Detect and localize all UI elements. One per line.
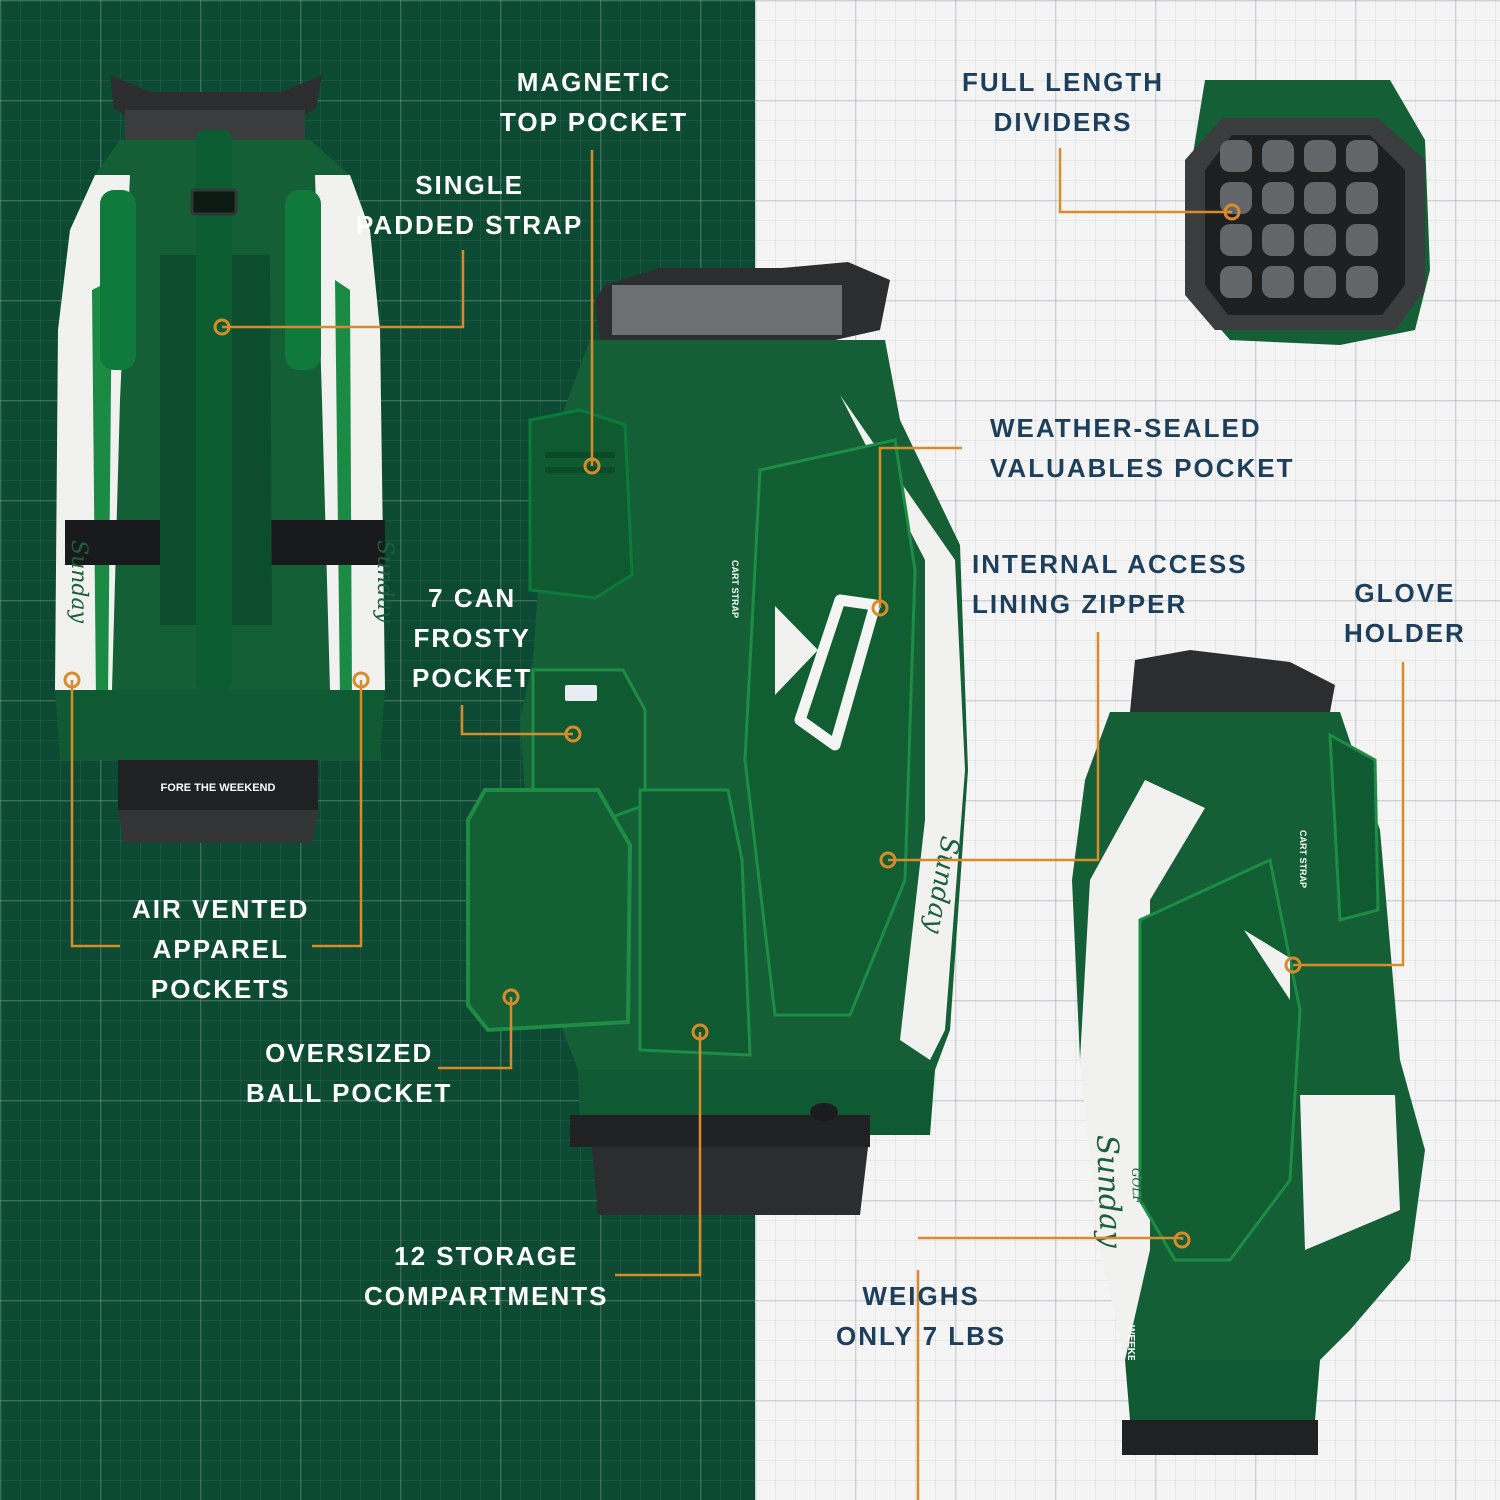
brand-script-left: Sunday bbox=[66, 540, 91, 624]
callout-storage-compartments: 12 STORAGE COMPARTMENTS bbox=[364, 1241, 609, 1311]
callout-glove-holder: GLOVE HOLDER bbox=[1344, 578, 1466, 648]
cart-strap-print-side: CART STRAP bbox=[1298, 830, 1308, 888]
callout-internal-access-zipper: INTERNAL ACCESS LINING ZIPPER bbox=[972, 549, 1248, 619]
callout-dots bbox=[63, 203, 1302, 1249]
callout-single-padded-strap: SINGLE PADDED STRAP bbox=[356, 170, 584, 240]
brand-script-right: Sunday bbox=[372, 540, 397, 624]
callout-air-vented-pockets: AIR VENTED APPAREL POCKETS bbox=[132, 894, 310, 1004]
callout-lines bbox=[70, 148, 1405, 1500]
brand-small-side: GOLF bbox=[1129, 1168, 1144, 1205]
brand-script-side: Sunday bbox=[1089, 1134, 1128, 1249]
callout-oversized-ball-pocket: OVERSIZED BALL POCKET bbox=[246, 1038, 453, 1108]
golf-bag-top-view bbox=[1185, 80, 1430, 345]
golf-bag-back-view: FORE THE WEEKEND Sunday Sunday bbox=[55, 75, 397, 843]
golf-bag-side-view: CART STRAP Sunday GOLF WEEKEND bbox=[1072, 650, 1425, 1455]
callout-magnetic-top-pocket: MAGNETIC TOP POCKET bbox=[500, 67, 689, 137]
callout-weather-sealed-pocket: WEATHER-SEALED VALUABLES POCKET bbox=[990, 413, 1295, 483]
callout-weighs: WEIGHS ONLY 7 LBS bbox=[836, 1281, 1007, 1351]
weekend-print-side: WEEKEND bbox=[1125, 1325, 1136, 1376]
golf-bag-front-view: CART STRAP Sunday bbox=[466, 262, 968, 1215]
cart-strap-print-center: CART STRAP bbox=[730, 560, 740, 618]
callout-full-length-dividers: FULL LENGTH DIVIDERS bbox=[962, 67, 1165, 137]
divider-cells bbox=[1220, 140, 1378, 298]
callout-frosty-pocket: 7 CAN FROSTY POCKET bbox=[412, 583, 533, 693]
fore-the-weekend-print: FORE THE WEEKEND bbox=[161, 782, 276, 794]
